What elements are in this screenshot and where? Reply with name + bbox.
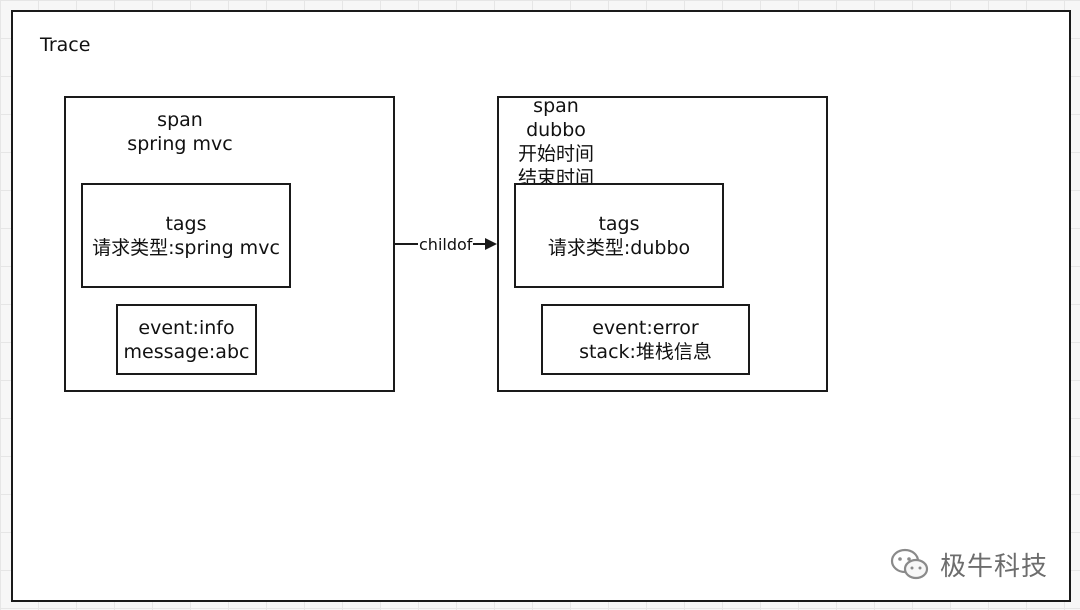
tags-dubbo-box (514, 183, 724, 288)
tag-request-type: 请求类型:spring mvc (92, 237, 280, 259)
span-dubbo-header: span dubbo 开始时间 结束时间 (508, 94, 604, 190)
event-type: event:error (592, 317, 699, 339)
event-info-box (116, 304, 257, 375)
span-name: spring mvc (127, 133, 233, 155)
tags-spring-mvc-box (81, 183, 291, 288)
span-label: span (157, 109, 203, 131)
watermark-text: 极牛科技 (940, 552, 1049, 582)
event-type: event:info (138, 317, 235, 339)
event-error-text: event:error stack:堆栈信息 (541, 316, 750, 364)
event-stack: stack:堆栈信息 (579, 341, 712, 363)
trace-title: Trace (40, 34, 91, 56)
event-message: message:abc (123, 341, 250, 363)
tags-dubbo-text: tags 请求类型:dubbo (514, 212, 724, 260)
event-error-box (541, 304, 750, 375)
event-info-text: event:info message:abc (116, 316, 257, 364)
watermark: 极牛科技 (890, 546, 1048, 583)
span-spring-mvc-header: span spring mvc (100, 108, 260, 156)
tag-request-type: 请求类型:dubbo (547, 237, 691, 259)
span-name: dubbo (526, 119, 586, 141)
childof-label: childof (418, 235, 474, 255)
span-label: span (533, 95, 579, 117)
arrow-head (485, 238, 497, 250)
wechat-icon (890, 548, 929, 579)
tags-label: tags (598, 213, 640, 235)
tags-spring-mvc-text: tags 请求类型:spring mvc (81, 212, 291, 260)
span-start-time: 开始时间 (517, 143, 594, 165)
tags-label: tags (165, 213, 207, 235)
